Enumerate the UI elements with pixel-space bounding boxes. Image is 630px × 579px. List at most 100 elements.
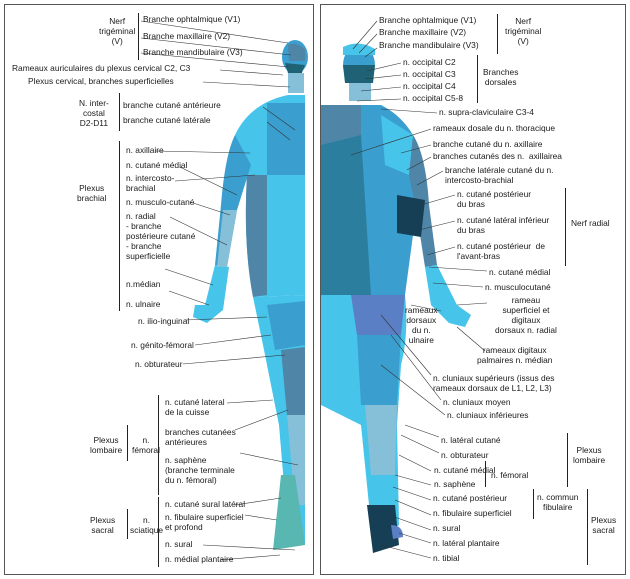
back-sacral-bracket bbox=[587, 489, 588, 565]
back-cluneal-superior-label: n. cluniaux supérieurs (issus des rameau… bbox=[433, 373, 555, 393]
back-view-panel: Branche ophtalmique (V1) Branche maxilla… bbox=[320, 4, 626, 575]
front-anterior-cutaneous-label: branches cutanées antérieures bbox=[165, 427, 236, 447]
back-sacral-group-text: Plexus sacral bbox=[591, 515, 616, 535]
back-occipital-c2-label: n. occipital C2 bbox=[403, 57, 456, 67]
back-trigeminal-bracket bbox=[497, 14, 498, 54]
back-trigeminal-group-text: Nerf trigéminal (V) bbox=[505, 16, 541, 46]
front-sural-label: n. sural bbox=[165, 539, 192, 549]
back-ulnar-dorsal-label: rameaux dorsaux du n. ulnaire bbox=[405, 305, 438, 345]
front-trigeminal-group-label: Nerf trigéminal (V) bbox=[99, 16, 135, 46]
back-dorsal-group-text: Branches dorsales bbox=[483, 67, 518, 87]
back-sacral-group-label: Plexus sacral bbox=[591, 515, 616, 535]
back-common-fibular-label: n. commun fibulaire bbox=[537, 492, 578, 512]
back-plantar-region bbox=[391, 525, 403, 539]
back-tibial-label: n. tibial bbox=[433, 553, 460, 563]
front-musculocutaneous-label: n. musculo-cutané bbox=[126, 197, 194, 207]
front-intercostal-group-label: N. inter- costal D2-D11 bbox=[79, 98, 109, 128]
back-occipital-c4-label: n. occipital C4 bbox=[403, 81, 456, 91]
front-medial-cutaneous-label: n. cutané médial bbox=[126, 160, 187, 170]
back-medial-cutaneous-label: n. cutané médial bbox=[489, 267, 550, 277]
front-fibular-label: n. fibulaire superficiel et profond bbox=[165, 512, 244, 532]
front-sacral-bracket bbox=[127, 509, 128, 539]
front-brachial-bracket bbox=[119, 141, 120, 311]
back-superficial-fibular-label: n. fibulaire superficiel bbox=[433, 508, 512, 518]
front-brachial-group-text: Plexus brachial bbox=[77, 183, 106, 203]
front-radial-label: n. radial - branche postérieure cutané -… bbox=[126, 211, 195, 261]
back-obturator-label: n. obturateur bbox=[441, 450, 489, 460]
back-post-forearm-label: n. cutané postérieur de l'avant-bras bbox=[457, 241, 545, 261]
front-neck bbox=[288, 73, 304, 93]
back-v3-label: Branche mandibulaire (V3) bbox=[379, 40, 479, 50]
back-v1-label: Branche ophtalmique (V1) bbox=[379, 15, 476, 25]
front-sciatic-bracket bbox=[158, 497, 159, 567]
back-occipital-region bbox=[343, 65, 375, 83]
front-obturator-label: n. obturateur bbox=[135, 359, 183, 369]
front-intercostal-bracket bbox=[119, 93, 120, 131]
front-trigeminal-group-text: Nerf trigéminal (V) bbox=[99, 16, 135, 46]
back-cluneal-inferior-label: n. cluniaux inférieures bbox=[447, 410, 528, 420]
back-lateral-cutaneous-label: n. latéral cutané bbox=[441, 435, 501, 445]
back-radial-superficial-label: rameau superficiel et digitaux dorsaux n… bbox=[495, 295, 557, 335]
front-lateral-thigh-label: n. cutané lateral de la cuisse bbox=[165, 397, 225, 417]
back-posterior-cutaneous-label: n. cutané postérieur bbox=[433, 493, 507, 503]
front-intercostobrachial-label: n. intercosto- brachial bbox=[126, 173, 174, 193]
back-dorsal-bracket bbox=[477, 55, 478, 103]
back-occipital-c3-label: n. occipital C3 bbox=[403, 69, 456, 79]
back-radial-group-label: Nerf radial bbox=[571, 218, 610, 228]
front-cervical-label: Plexus cervical, branches superficielles bbox=[28, 76, 174, 86]
front-ic-anterior-label: branche cutané antérieure bbox=[123, 100, 221, 110]
back-cluneal-region bbox=[351, 295, 405, 335]
back-lateral-plantar-label: n. latéral plantaire bbox=[433, 538, 500, 548]
front-forearm-hand bbox=[193, 265, 229, 323]
front-torso-lateral-region bbox=[246, 175, 267, 297]
back-lumbar-group-label: Plexus lombaire bbox=[573, 445, 605, 465]
front-ilio-inguinal-label: n. ilio-inguinal bbox=[138, 316, 189, 326]
back-femoral-bracket bbox=[485, 461, 486, 487]
front-body-figure bbox=[5, 5, 315, 576]
back-radial-bracket bbox=[565, 188, 566, 266]
front-view-panel: Nerf trigéminal (V) Branche ophtalmique … bbox=[4, 4, 314, 575]
front-femoral-bracket bbox=[158, 395, 159, 495]
front-intercostal-group-text: N. inter- costal D2-D11 bbox=[79, 98, 109, 128]
back-trigeminal-group-label: Nerf trigéminal (V) bbox=[505, 16, 541, 46]
back-occipital-c5-8-label: n. occipital C5-8 bbox=[403, 93, 463, 103]
back-dorsal-group-label: Branches dorsales bbox=[483, 67, 518, 87]
front-median-label: n.médian bbox=[126, 279, 160, 289]
front-sacral-group-label: Plexus sacral bbox=[90, 515, 115, 535]
back-common-fibular-bracket bbox=[533, 489, 534, 519]
front-axillary-label: n. axillaire bbox=[126, 145, 164, 155]
front-femoral-label: n. fémoral bbox=[132, 435, 160, 455]
back-thoracic-dorsal-label: rameaux dosale du n. thoracique bbox=[433, 123, 555, 133]
back-radial-posterior-region bbox=[397, 195, 425, 237]
front-ic-lateral-label: branche cutané latérale bbox=[123, 115, 211, 125]
back-supraclavicular-label: n. supra-claviculaire C3-4 bbox=[439, 107, 534, 117]
front-medial-plantar-label: n. médial plantaire bbox=[165, 554, 233, 564]
front-ulnar-label: n. ulnaire bbox=[126, 299, 160, 309]
back-neck bbox=[349, 83, 371, 101]
back-axillary-branches-label: branches cutanés des n. axillairea bbox=[433, 151, 562, 161]
front-brachial-group-label: Plexus brachial bbox=[77, 183, 106, 203]
back-post-arm-cutaneous-label: n. cutané postérieur du bras bbox=[457, 189, 531, 209]
back-sural-label: n. sural bbox=[433, 523, 460, 533]
front-sacral-group-text: Plexus sacral bbox=[90, 515, 115, 535]
back-posterior-thigh-region bbox=[357, 335, 401, 405]
back-musculocutaneous-label: n. musculocutané bbox=[485, 282, 551, 292]
back-median-digital-label: rameaux digitaux palmaires n. médian bbox=[477, 345, 552, 365]
front-trigeminal-bracket bbox=[138, 13, 139, 60]
back-cluneal-middle-label: n. cluniaux moyen bbox=[443, 397, 511, 407]
back-intercostobrachial-label: branche latérale cutané du n. intercosto… bbox=[445, 165, 554, 185]
front-genito-femoral-label: n. génito-fémoral bbox=[131, 340, 194, 350]
front-saphenous-label: n. saphène (branche terminale du n. fémo… bbox=[165, 455, 235, 485]
front-femoral-text: n. fémoral bbox=[132, 435, 160, 455]
back-v2-label: Branche maxillaire (V2) bbox=[379, 27, 466, 37]
back-femoral-label: n. fémoral bbox=[491, 470, 528, 480]
front-auricular-label: Rameaux auriculaires du plexus cervical … bbox=[12, 63, 190, 73]
front-lumbar-group-text: Plexus lombaire bbox=[90, 435, 122, 455]
back-saphenous-label: n. saphène bbox=[434, 479, 475, 489]
front-v1-label: Branche ophtalmique (V1) bbox=[143, 14, 240, 24]
front-v3-label: Branche mandibulaire (V3) bbox=[143, 47, 243, 57]
front-sural-lateral-label: n. cutané sural latéral bbox=[165, 499, 245, 509]
front-lumbar-group-label: Plexus lombaire bbox=[90, 435, 122, 455]
back-lat-inf-arm-label: n. cutané latéral inférieur du bras bbox=[457, 215, 549, 235]
back-axillary-cutaneous-label: branche cutané du n. axillaire bbox=[433, 139, 542, 149]
